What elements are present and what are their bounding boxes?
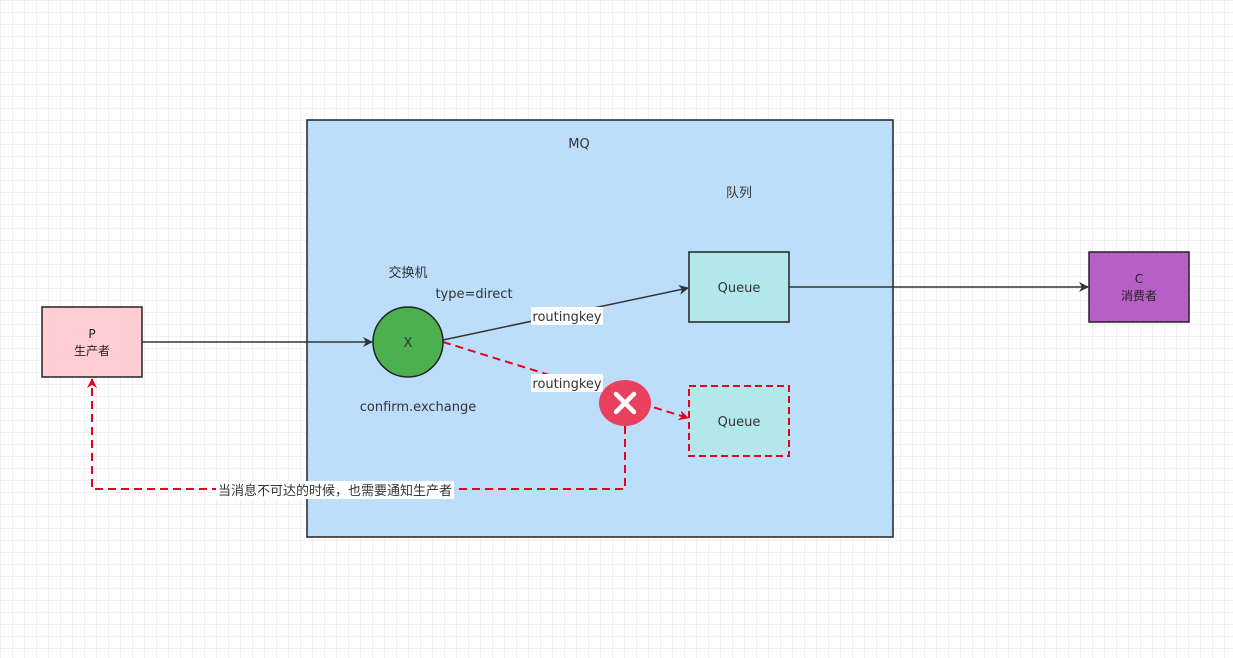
routingkey-failed-text: routingkey: [532, 377, 602, 392]
queue-node[interactable]: [688, 251, 790, 323]
producer-letter: P: [88, 327, 95, 341]
queue-label: Queue: [718, 281, 761, 296]
exchange-name-label: confirm.exchange: [360, 400, 477, 415]
routingkey-ok-label: routingkey: [531, 307, 603, 325]
exchange-type-label: type=direct: [435, 287, 512, 302]
producer-label: 生产者: [74, 344, 110, 358]
exchange-node[interactable]: [372, 306, 444, 378]
producer-node[interactable]: [41, 306, 143, 378]
exchange-symbol: X: [404, 336, 413, 351]
consumer-letter: C: [1135, 272, 1143, 286]
consumer-label: 消费者: [1121, 289, 1157, 303]
failed-queue-label: Queue: [718, 415, 761, 430]
close-x-icon: [599, 380, 651, 426]
failed-queue-node[interactable]: [688, 385, 790, 457]
routingkey-ok-text: routingkey: [532, 310, 602, 325]
routingkey-failed-label: routingkey: [531, 374, 603, 392]
notify-producer-label: 当消息不可达的时候，也需要通知生产者: [216, 481, 454, 499]
exchange-heading: 交换机: [388, 265, 427, 281]
notify-producer-text: 当消息不可达的时候，也需要通知生产者: [218, 483, 452, 499]
queue-group-label: 队列: [726, 186, 752, 201]
consumer-node[interactable]: [1088, 251, 1190, 323]
mq-title: MQ: [568, 137, 589, 152]
